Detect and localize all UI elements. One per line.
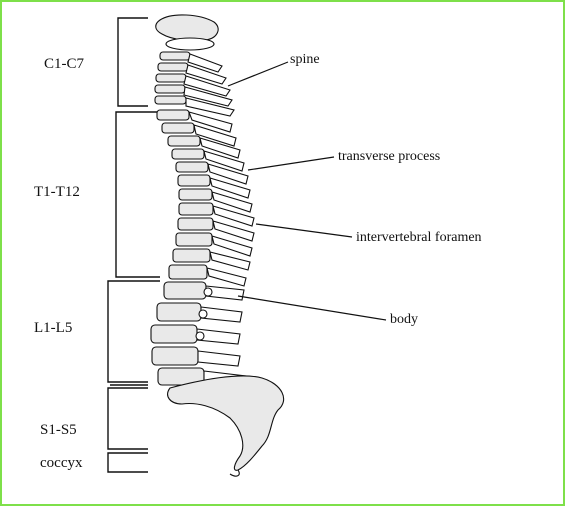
leader-intervertebral-foramen	[255, 223, 353, 238]
bracket-cervical	[117, 17, 148, 107]
vertebral-column	[150, 14, 285, 477]
bracket-lumbar	[107, 280, 160, 383]
region-brackets	[107, 17, 160, 473]
cervical-vertebrae	[154, 51, 235, 117]
lumbar-vertebrae	[150, 281, 247, 387]
callout-body: body	[390, 312, 418, 327]
label-lumbar: L1-L5	[34, 320, 73, 336]
leader-spine	[227, 61, 289, 87]
label-thoracic: T1-T12	[34, 184, 80, 200]
callout-transverse-process: transverse process	[338, 149, 441, 164]
label-coccyx: coccyx	[40, 455, 83, 471]
callout-spine: spine	[290, 52, 320, 67]
bracket-sacral	[107, 387, 148, 450]
callout-lines	[227, 61, 387, 321]
atlas-vertebra	[155, 14, 219, 42]
thoracic-vertebrae	[156, 109, 255, 287]
bracket-thoracic	[115, 111, 160, 278]
bracket-coccyx	[107, 452, 148, 473]
sacrum	[167, 375, 285, 471]
label-cervical: C1-C7	[44, 56, 85, 72]
leader-body	[237, 295, 387, 321]
label-sacral: S1-S5	[40, 422, 77, 438]
axis-vertebra	[165, 37, 215, 51]
leader-transverse-process	[247, 156, 335, 171]
coccyx-bone	[229, 469, 240, 477]
callout-intervertebral-foramen: intervertebral foramen	[356, 230, 482, 245]
